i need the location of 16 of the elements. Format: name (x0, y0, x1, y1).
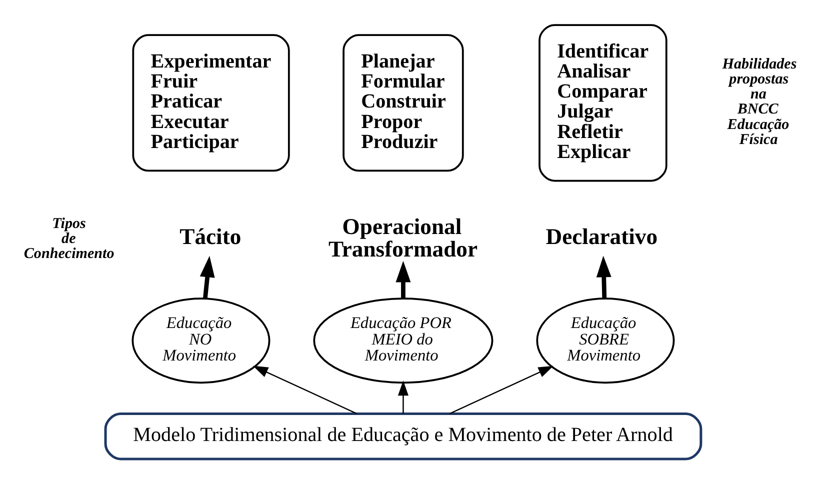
node-text: Tácito (180, 224, 242, 249)
node-box: Identificar Analisar Comparar Julgar Refletir Explicar (538, 24, 668, 182)
node-box: Modelo Tridimensional de Educação e Movimento de Peter Arnold (104, 412, 702, 460)
arrow (252, 365, 358, 414)
arrow (449, 365, 554, 414)
label: Habilidades propostas na BNCC Educação Física (722, 56, 797, 148)
arrow (398, 380, 408, 413)
node-ellipse: Educação POR MEIO do Movimento (313, 297, 494, 384)
node-box: Experimentar Fruir Praticar Executar Participar (132, 34, 290, 172)
arrow (596, 255, 612, 298)
arrow (200, 255, 215, 299)
node-text: Operacional Transformador (328, 214, 478, 262)
arrow (396, 260, 411, 298)
node-box: Planejar Formular Construir Propor Produzir (342, 34, 464, 172)
label: Tipos de Conhecimento (24, 216, 114, 262)
node-text: Declarativo (546, 224, 658, 249)
